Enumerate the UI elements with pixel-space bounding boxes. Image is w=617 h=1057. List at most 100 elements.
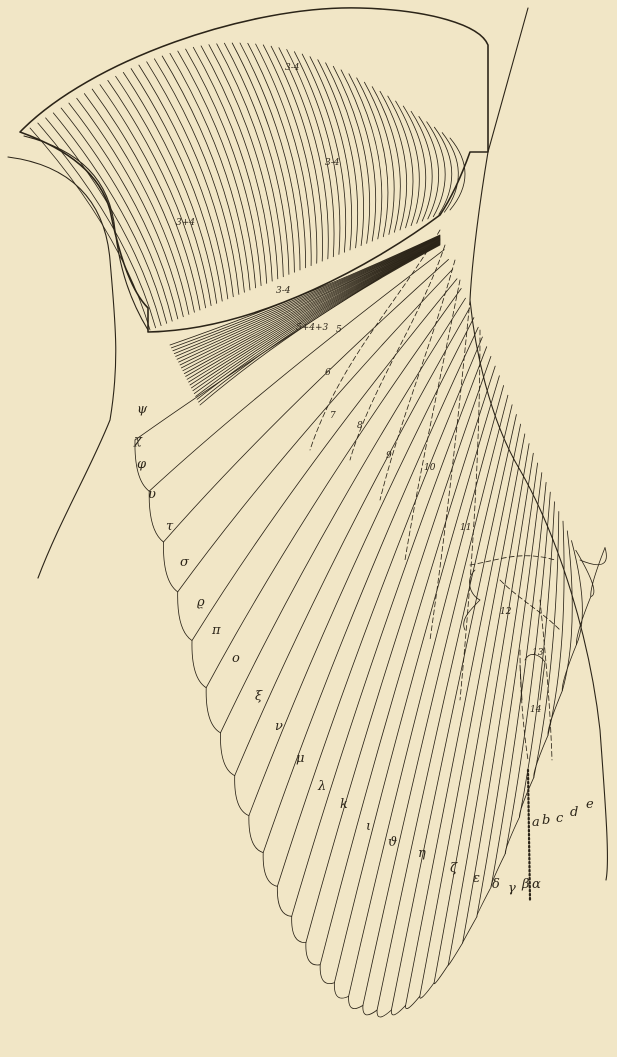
hatch-line [294,52,340,255]
label-muscle-5: 5+4+3 [296,323,329,333]
dashed-line [380,260,455,500]
hatch-line [139,65,228,299]
label-num-7: 7 [330,411,336,421]
feather-shaft [149,250,444,492]
label-num-13: 13 [532,648,544,658]
feather-shaft [306,356,491,942]
hatch-line [30,128,150,330]
feather-tip [220,733,234,776]
label-muscle-1: 3-4 [285,63,300,73]
dashed-line [470,556,555,565]
label-muscle-2: 3-4 [325,158,340,168]
hatch-line [38,123,156,328]
label-sigma: σ [180,555,190,570]
hatch-line [302,54,346,252]
hatch-line [271,46,322,261]
label-upsilon: υ [148,487,156,502]
label-eta: η [418,846,426,861]
label-rho: ϱ [197,595,205,610]
feather-shaft [221,298,466,733]
muscle-hatching [30,43,465,405]
label-num-11: 11 [460,523,471,533]
feather-shaft [572,541,583,645]
dashed-line [430,300,470,640]
label-zeta: ζ [450,861,458,876]
feather-shaft [292,347,487,917]
label-muscle-4: 3-4 [276,286,291,296]
label-b: b [542,813,550,828]
feather-shaft [377,405,512,1010]
hatch-line [411,111,432,221]
label-theta: ϑ [388,835,397,850]
feather-tip [363,1005,377,1014]
label-delta: δ [492,877,500,892]
label-pi: π [211,623,221,638]
feather-tip [505,817,519,854]
label-tau: τ [166,519,174,534]
wing-leading-edge [470,300,607,880]
hatch-line [403,106,425,223]
feather-tip [235,776,249,816]
feather-shaft [477,473,542,917]
feather-shaft [277,337,482,886]
label-num-10: 10 [424,463,436,473]
label-a: a [532,815,540,830]
feather-tip [377,1010,391,1017]
feather-shaft [434,444,529,983]
feather-tip [192,641,206,688]
label-xi: ξ [255,689,263,704]
muscle-outline [20,8,488,332]
body-edge-right [470,8,528,300]
feather-shaft [391,415,516,1011]
feather-tip [391,1005,405,1014]
label-mu: μ [296,751,304,766]
feather-tip [591,548,605,597]
hatch-line [287,50,334,257]
hatch-line [372,87,400,233]
label-muscle-3: 3+4 [176,218,195,228]
label-iota: ι [366,819,371,834]
feather-tip [306,943,320,965]
label-muscle-6: 5 [336,325,342,335]
label-lambda: λ [317,779,326,794]
dashed-line [500,580,560,630]
label-beta: β [521,877,530,892]
feather-shaft [334,376,499,983]
dashed-line [460,330,480,700]
label-num-14: 14 [530,705,542,715]
feather-tip [249,816,263,853]
hatch-line [116,76,212,305]
feather-shaft [534,512,559,778]
feather-tip [277,886,291,916]
hatch-line [84,94,188,315]
label-alpha: α [532,877,541,892]
feather-tip [206,688,220,733]
feather-shaft [406,424,521,1005]
label-psi: ψ [137,402,148,417]
dashed-line [405,280,460,560]
feather-tip [477,887,491,917]
label-num-6: 6 [325,368,331,378]
feather-tip [334,983,348,998]
feather-shaft [320,366,495,965]
label-kappa: k [340,797,348,812]
feather-shaft [548,521,564,735]
dashed-line [520,650,528,760]
feather-tip [406,996,420,1008]
hatch-line [364,82,394,234]
label-phi: φ [137,457,147,472]
label-chi: χ [133,433,143,448]
label-e: e [586,797,594,812]
label-epsilon: ε [473,871,480,886]
hatch-line [180,238,440,365]
feather-tip [349,996,363,1008]
feather-shaft [580,548,606,565]
label-num-8: 8 [357,421,363,431]
hatch-line [209,45,278,279]
label-c: c [556,811,564,826]
feather-tip [178,592,192,641]
feather-tip [320,965,334,984]
hatch-line [108,80,206,307]
feather-shaft [520,502,555,817]
